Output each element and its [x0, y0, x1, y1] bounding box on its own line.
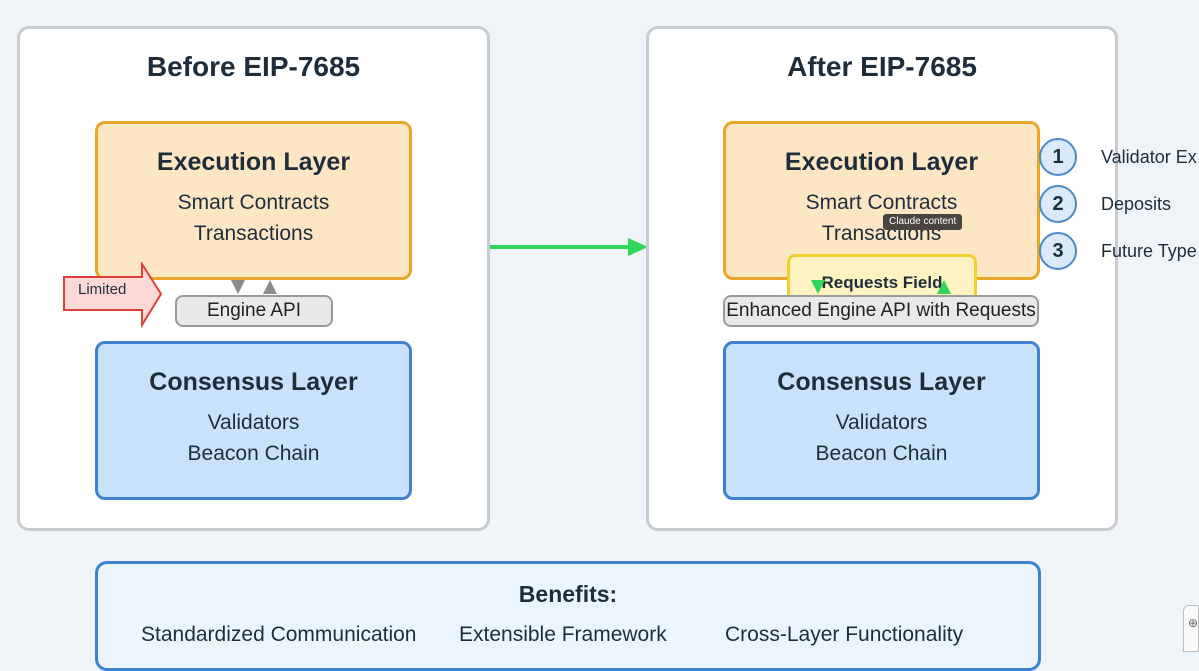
benefit-item-2: Extensible Framework	[459, 623, 667, 646]
enhanced-engine-api-box: Enhanced Engine API with Requests	[723, 295, 1039, 327]
request-type-badge-2: 2	[1039, 185, 1077, 223]
benefits-panel: Benefits: Standardized Communication Ext…	[95, 561, 1041, 671]
request-type-label-3: Future Type	[1101, 241, 1197, 261]
before-panel-title: Before EIP-7685	[146, 51, 361, 82]
request-type-badge-1: 1	[1039, 138, 1077, 176]
limited-label: Limited	[78, 281, 127, 298]
before-execution-line2: Transactions	[193, 222, 314, 245]
engine-api-arrows	[231, 280, 277, 294]
before-execution-title: Execution Layer	[156, 148, 351, 176]
request-type-label-1: Validator Ex	[1101, 147, 1197, 167]
before-consensus-layer: Consensus Layer Validators Beacon Chain	[95, 341, 412, 500]
requests-field-label: Requests Field	[821, 273, 943, 292]
benefit-item-3: Cross-Layer Functionality	[725, 623, 964, 646]
after-panel-title: After EIP-7685	[787, 51, 977, 82]
engine-api-box: Engine API	[175, 295, 333, 327]
before-execution-layer: Execution Layer Smart Contracts Transact…	[95, 121, 412, 280]
zoom-control-button[interactable]: ⊕	[1183, 605, 1199, 652]
request-type-badge-3: 3	[1039, 232, 1077, 270]
transition-arrow	[490, 238, 648, 256]
request-type-label-2: Deposits	[1101, 194, 1172, 214]
limited-arrow	[63, 262, 163, 328]
zoom-icon: ⊕	[1188, 616, 1199, 630]
benefits-title: Benefits:	[518, 581, 618, 607]
before-consensus-line2: Beacon Chain	[187, 442, 320, 465]
before-consensus-line1: Validators	[207, 411, 300, 434]
after-consensus-line2: Beacon Chain	[815, 442, 948, 465]
after-consensus-layer: Consensus Layer Validators Beacon Chain	[723, 341, 1040, 500]
after-execution-line2: Transactions	[821, 222, 942, 245]
after-execution-layer: Execution Layer Smart Contracts Transact…	[723, 121, 1040, 280]
claude-content-tooltip: Claude content	[883, 214, 963, 230]
after-execution-title: Execution Layer	[784, 148, 979, 176]
benefit-item-1: Standardized Communication	[141, 623, 417, 646]
after-consensus-title: Consensus Layer	[777, 368, 986, 396]
before-consensus-title: Consensus Layer	[149, 368, 358, 396]
requests-arrows	[811, 280, 951, 294]
before-execution-line1: Smart Contracts	[177, 191, 330, 214]
after-execution-line1: Smart Contracts	[805, 191, 958, 214]
after-consensus-line1: Validators	[835, 411, 928, 434]
